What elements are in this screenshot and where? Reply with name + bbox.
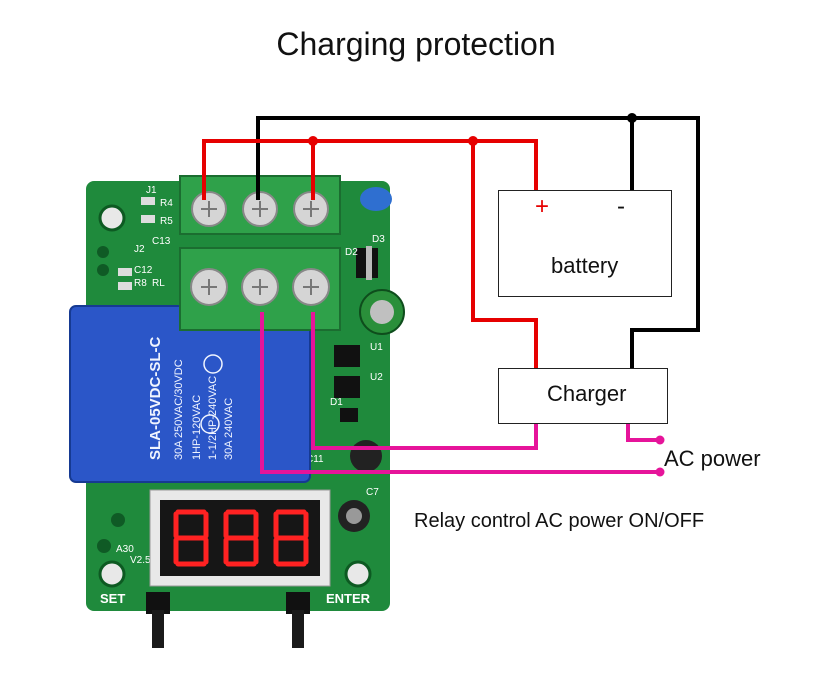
enter-button-base <box>286 592 310 614</box>
diode-d1 <box>340 408 358 422</box>
battery-minus: - <box>617 193 625 220</box>
relay-rating-text: 30A 240VAC <box>223 398 235 460</box>
relay-note: Relay control AC power ON/OFF <box>414 510 705 532</box>
wire-junction <box>468 136 478 146</box>
enter-label: ENTER <box>326 591 371 606</box>
silk-label: C11 <box>306 454 324 465</box>
relay: SLA-05VDC-SL-C 30A 250VAC/30VDC 1HP-120V… <box>69 305 311 483</box>
ac-terminal-dot <box>655 435 665 445</box>
capacitor-top <box>370 300 394 324</box>
ac-terminal-dot <box>655 467 665 477</box>
cert-mark-icon <box>203 354 223 374</box>
diagram-title: Charging protection <box>276 26 556 62</box>
relay-rating-text: 1HP-120VAC <box>191 395 203 460</box>
relay-rating-text: 1-1/2HP-240VAC <box>207 376 219 460</box>
mount-hole <box>98 204 126 232</box>
black-wire-battery-negative <box>256 116 634 200</box>
wire-junction <box>308 136 318 146</box>
silk-label: D3 <box>372 234 385 245</box>
set-label: SET <box>100 591 125 606</box>
silk-label: C7 <box>366 487 379 498</box>
capacitor-top <box>346 508 362 524</box>
relay-model-text: SLA-05VDC-SL-C <box>147 336 164 460</box>
red-wire-charger-positive <box>471 141 538 368</box>
charger-box: Charger <box>498 368 668 424</box>
silk-label: V2.5 <box>130 555 151 566</box>
silk-label: D1 <box>330 397 343 408</box>
seven-segment-display <box>149 489 331 587</box>
relay-rating-text: 30A 250VAC/30VDC <box>173 359 185 460</box>
red-wire-battery-positive <box>202 139 538 200</box>
smd-capacitor <box>118 282 132 290</box>
smd-capacitor <box>118 268 132 276</box>
mount-hole <box>98 560 126 588</box>
via <box>97 246 109 258</box>
silk-label: A30 <box>116 544 134 555</box>
silk-label: U1 <box>370 342 383 353</box>
silkscreen-labels: J1 R4 R5 J2 C13 C12 R8 RL D2 D3 C11 C7 A… <box>116 185 385 566</box>
silk-label: R8 <box>134 278 147 289</box>
via <box>97 539 111 553</box>
electrolytic-capacitor <box>350 440 382 472</box>
silk-label: J2 <box>134 244 145 255</box>
cqc-mark-icon <box>200 414 220 434</box>
silk-label: C12 <box>134 265 153 276</box>
magenta-wire-relay-com <box>260 312 660 474</box>
via <box>97 264 109 276</box>
silk-label: U2 <box>370 372 383 383</box>
smd-resistor <box>141 197 155 205</box>
magenta-wire-relay-no <box>311 312 538 450</box>
black-wire-charger-negative <box>630 116 700 368</box>
ic-u1 <box>334 345 360 367</box>
wire-junction <box>627 113 637 123</box>
silk-label: J1 <box>146 185 157 196</box>
silk-label: RL <box>152 278 165 289</box>
wires <box>202 116 700 474</box>
battery-label: battery <box>551 253 619 278</box>
blue-capacitor <box>360 187 392 211</box>
set-button[interactable] <box>152 610 164 648</box>
charger-label: Charger <box>547 381 627 406</box>
enter-button[interactable] <box>292 610 304 648</box>
via <box>111 513 125 527</box>
smd-resistor <box>141 215 155 223</box>
relay-module-board: J1 R4 R5 J2 C13 C12 R8 RL D2 D3 C11 C7 A… <box>69 175 405 648</box>
diode-band <box>366 246 372 280</box>
silk-label: R5 <box>160 216 173 227</box>
battery-box: + - battery <box>498 190 672 297</box>
ic-u2 <box>334 376 360 398</box>
silk-label: C13 <box>152 236 171 247</box>
silk-label: R4 <box>160 198 173 209</box>
silk-label: D2 <box>345 247 358 258</box>
ac-power-label: AC power <box>664 446 761 471</box>
magenta-wire-ac <box>626 424 660 442</box>
set-button-base <box>146 592 170 614</box>
battery-plus: + <box>535 193 550 220</box>
mount-hole <box>344 560 372 588</box>
